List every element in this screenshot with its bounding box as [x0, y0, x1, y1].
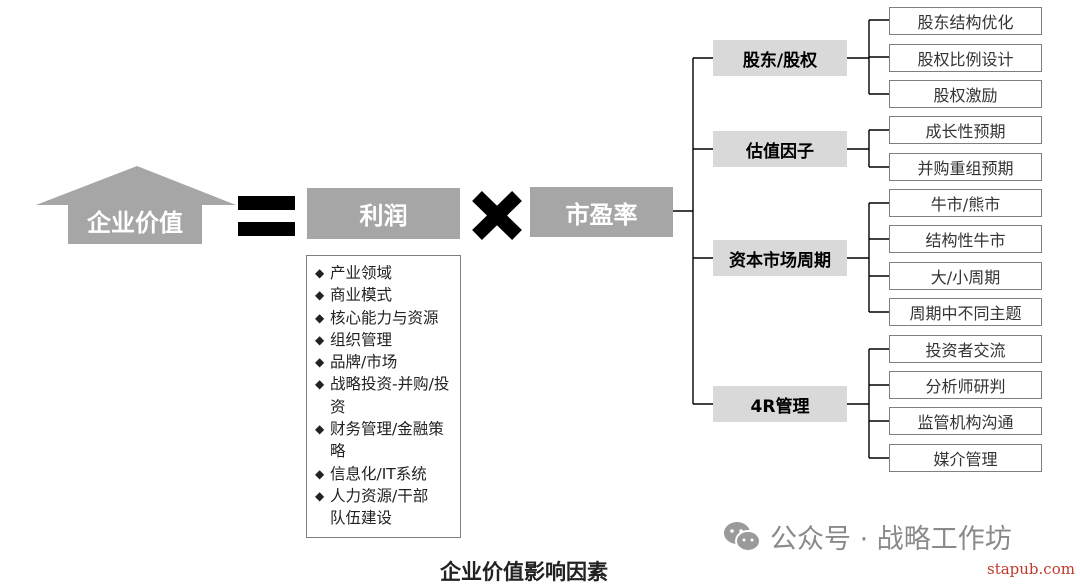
- list-item: 财务管理/金融策略: [315, 418, 446, 463]
- leaf-item: 牛市/熊市: [889, 189, 1042, 217]
- pe-ratio-box: 市盈率: [530, 187, 673, 237]
- category-market-cycle: 资本市场周期: [713, 240, 847, 276]
- list-item: 人力资源/干部队伍建设: [315, 485, 442, 530]
- equals-sign-bottom: [238, 222, 295, 236]
- site-watermark: stapub.com: [987, 560, 1075, 578]
- list-item: 品牌/市场: [315, 351, 456, 374]
- leaf-item: 股权激励: [889, 80, 1042, 108]
- enterprise-value-arrow-shape: [36, 166, 236, 244]
- leaf-item: 媒介管理: [889, 444, 1042, 472]
- list-item: 核心能力与资源: [315, 307, 456, 330]
- profit-box: 利润: [307, 188, 460, 239]
- leaf-item: 成长性预期: [889, 116, 1042, 144]
- list-item: 战略投资-并购/投资: [315, 373, 450, 418]
- list-item: 商业模式: [315, 284, 456, 307]
- leaf-item: 大/小周期: [889, 262, 1042, 290]
- watermark: 公众号 · 战略工作坊: [722, 517, 1012, 556]
- multiply-sign: [472, 190, 522, 241]
- diagram-caption: 企业价值影响因素: [440, 560, 608, 584]
- list-item: 信息化/IT系统: [315, 463, 456, 486]
- category-4r-management: 4R管理: [713, 386, 847, 422]
- category-valuation: 估值因子: [713, 131, 847, 167]
- leaf-item: 周期中不同主题: [889, 298, 1042, 326]
- leaf-item: 投资者交流: [889, 335, 1042, 363]
- leaf-item: 分析师研判: [889, 371, 1042, 399]
- leaf-item: 股权比例设计: [889, 44, 1042, 72]
- list-item: 组织管理: [315, 329, 456, 352]
- equals-sign-top: [238, 196, 295, 210]
- profit-factors-list: 产业领域 商业模式 核心能力与资源 组织管理 品牌/市场 战略投资-并购/投资 …: [306, 255, 461, 538]
- watermark-text: 公众号 · 战略工作坊: [770, 524, 1012, 555]
- leaf-item: 股东结构优化: [889, 7, 1042, 35]
- enterprise-value-label: 企业价值: [87, 208, 183, 237]
- list-item: 产业领域: [315, 262, 456, 285]
- wechat-icon: [724, 521, 761, 552]
- leaf-item: 监管机构沟通: [889, 407, 1042, 435]
- category-shareholder: 股东/股权: [713, 40, 847, 76]
- leaf-item: 并购重组预期: [889, 153, 1042, 181]
- leaf-item: 结构性牛市: [889, 225, 1042, 253]
